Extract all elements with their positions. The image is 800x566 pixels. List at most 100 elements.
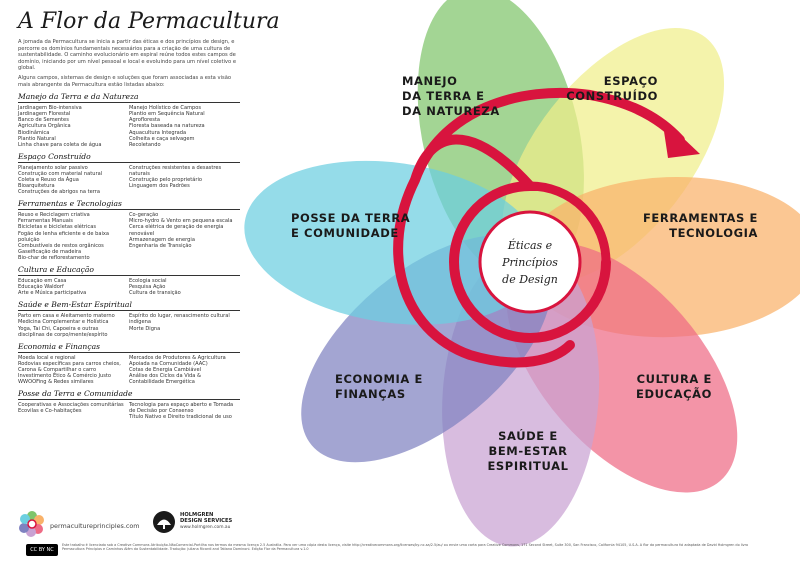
list-item: Engenharia de Transição [129,242,192,249]
petal-label-manejo: MANEJO [402,74,457,88]
list-item: Linguagem dos Padrões [129,183,190,190]
list-item: Moeda local e regional [18,354,76,361]
list-item: Agricultura Orgânica [18,123,71,130]
list-item: Plantio Natural [18,135,56,142]
list-item: Cotas de Energia Cambiável [129,366,201,373]
holmgren-name: HOLMGREN DESIGN SERVICES [180,512,232,524]
list-item: Arte e Música participativa [18,290,87,297]
petal-label-manejo: DA NATUREZA [402,104,500,118]
holmgren-logo-icon [153,511,175,533]
list-item: Gaseificação de madeira [18,248,82,255]
section-column-right: Espírito do lugar, renascimento cultural… [129,313,240,337]
list-item: Ecovilas e Co-habitações [18,408,82,415]
center-label-line1: Éticas e [507,238,553,252]
list-item: Espírito do lugar, renascimento cultural… [129,313,230,326]
section-heading: Espaço Construído [18,152,240,163]
list-item: Ferramentas Manuais [18,218,73,225]
list-item: Plantio em Sequência Natural [129,111,205,118]
list-item: Cooperativas e Associações comunitárias [18,402,124,409]
section-column-right: Mercados de Produtores & Agricultura Apo… [129,355,240,385]
petal-label-saude: ESPIRITUAL [487,459,568,473]
section-column-right: Tecnologia para espaço aberto e Tomada d… [129,402,240,420]
list-item: Parto em casa e Aleitamento materno [18,313,115,320]
list-item: Tecnologia para espaço aberto e Tomada d… [129,402,234,415]
list-item: Jardinagem Florestal [18,111,71,118]
petal-label-manejo: DA TERRA E [402,89,485,103]
list-item: Biodinâmica [18,129,50,136]
petal-label-posse: E COMUNIDADE [291,226,399,240]
holmgren-name-line1: HOLMGREN [180,512,214,518]
flower-logo-icon [19,511,44,537]
section-heading: Ferramentas e Tecnologias [18,199,240,211]
list-item: Análise dos Ciclos da Vida & Contabilida… [129,372,201,386]
list-item: Manejo Holístico de Campos [129,105,202,112]
section-heading: Cultura e Educação [18,265,240,277]
center-disc: Éticas e Princípios de Design [478,210,582,314]
holmgren-url[interactable]: www.holmgren.com.au [180,525,231,530]
spiral-arrowhead-icon [662,118,700,158]
petal-label-economia: FINANÇAS [335,387,406,401]
list-item: Linha chave para coleta de água [18,141,102,148]
list-item: Reuso e Reciclagem criativa [18,212,90,219]
list-item: Construção pelo proprietário [129,177,203,183]
list-item: Aquacultura Integrada [129,129,187,136]
section-column-right: Construções resistentes a desastres natu… [129,165,240,195]
list-item: Floresta baseada na natureza [129,123,205,130]
footer-logos: permacultureprinciples.com HOLMGREN DESI… [18,508,240,538]
intro-paragraph-1: A jornada da Permacultura se inicia a pa… [18,39,237,72]
list-item: Construções resistentes a desastres natu… [129,164,222,177]
list-item: Construção com material natural [18,170,103,177]
section-heading: Posse da Terra e Comunidade [18,389,240,401]
list-item: Combustíveis de restos orgânicos [18,242,104,249]
list-item: Medicina Complementar e Holística [18,319,109,326]
list-item: Coleta e Reuso da Água [18,177,79,183]
holmgren-name-line2: DESIGN SERVICES [180,518,233,524]
list-item: Fogão de lenha eficiente e de baixa polu… [18,230,110,243]
petal-label-espaco: ESPAÇO [604,74,658,88]
list-item: Educação Waldorf [18,284,64,291]
list-item: Jardinagem Bio-intensiva [18,105,82,112]
section-heading: Saúde e Bem-Estar Espiritual [18,300,240,312]
list-item: Rodovias específicas para carros cheios,… [18,360,121,373]
list-item: Morte Digna [129,325,161,332]
list-item: Banco de Sementes [18,117,69,124]
petal-label-saude: SAÚDE E [498,428,558,443]
list-item: Colheita e caça selvagem [129,135,195,142]
list-item: Bicicletas e bicicletas elétricas [18,224,96,231]
spiral-outer-arc [393,87,685,368]
permacultureprinciples-url[interactable]: permacultureprinciples.com [50,522,140,530]
petal-label-cultura: EDUCAÇÃO [636,386,712,401]
page-title: A Flor da Permacultura [18,9,280,34]
section-heading: Economia e Finanças [18,342,240,353]
list-item: Título Nativo e Direito tradicional de u… [129,414,232,421]
petal-label-saude: BEM-ESTAR [488,444,567,458]
center-circle [478,210,582,314]
list-item: Ecologia social [129,278,167,285]
list-item: Investimento Ético & Comércio Justo [18,372,111,379]
list-item: Recoletando [129,141,161,148]
petal-label-posse: POSSE DA TERRA [291,211,410,225]
list-item: Micro-hydro & Vento em pequena escala [129,218,233,225]
petal-label-ferramentas: FERRAMENTAS E [643,211,758,225]
center-label-line3: de Design [502,273,558,286]
list-item: Co-geração [129,212,159,219]
